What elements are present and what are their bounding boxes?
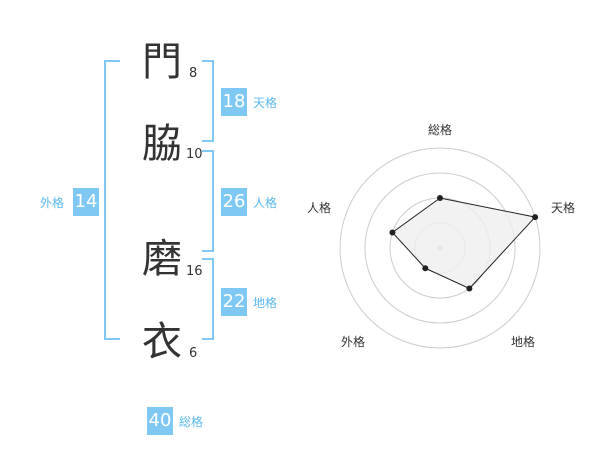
tenkaku-bracket bbox=[202, 60, 214, 142]
soukaku-value: 40 bbox=[147, 407, 173, 435]
radar-ring-3 bbox=[364, 172, 516, 324]
tenkaku-value: 18 bbox=[221, 88, 247, 116]
radar-ring-4 bbox=[339, 147, 541, 349]
radar-label-gaikaku: 外格 bbox=[341, 335, 366, 349]
radar-chart bbox=[339, 147, 541, 349]
tenkaku-label: 天格 bbox=[253, 96, 278, 110]
jinkaku-bracket bbox=[202, 150, 214, 252]
radar-point-2 bbox=[466, 285, 473, 292]
stroke-count-1: 8 bbox=[189, 66, 198, 81]
jinkaku-value: 26 bbox=[221, 188, 247, 216]
soukaku-label: 総格 bbox=[179, 415, 204, 429]
radar-label-jinkaku: 人格 bbox=[307, 201, 332, 215]
chikaku-bracket bbox=[202, 258, 214, 340]
stroke-count-2: 10 bbox=[186, 147, 203, 162]
name-char-4: 衣 bbox=[142, 319, 182, 365]
radar-point-3 bbox=[422, 265, 429, 272]
chikaku-label: 地格 bbox=[253, 296, 278, 310]
radar-point-0 bbox=[437, 195, 443, 201]
radar-label-chikaku: 地格 bbox=[511, 335, 536, 349]
radar-label-soukaku: 総格 bbox=[428, 123, 453, 137]
name-char-2: 脇 bbox=[142, 121, 182, 167]
gaikaku-bracket bbox=[104, 60, 120, 340]
jinkaku-label: 人格 bbox=[253, 196, 278, 210]
name-char-1: 門 bbox=[142, 39, 182, 85]
radar-point-4 bbox=[389, 229, 396, 236]
stroke-count-4: 6 bbox=[189, 346, 198, 361]
gaikaku-value: 14 bbox=[73, 188, 99, 216]
radar-area bbox=[391, 197, 537, 290]
chikaku-value: 22 bbox=[221, 288, 247, 316]
gaikaku-label: 外格 bbox=[40, 196, 65, 210]
name-char-3: 磨 bbox=[142, 236, 182, 282]
stroke-count-3: 16 bbox=[186, 264, 203, 279]
radar-point-1 bbox=[532, 214, 539, 221]
radar-label-tenkaku: 天格 bbox=[551, 201, 576, 215]
